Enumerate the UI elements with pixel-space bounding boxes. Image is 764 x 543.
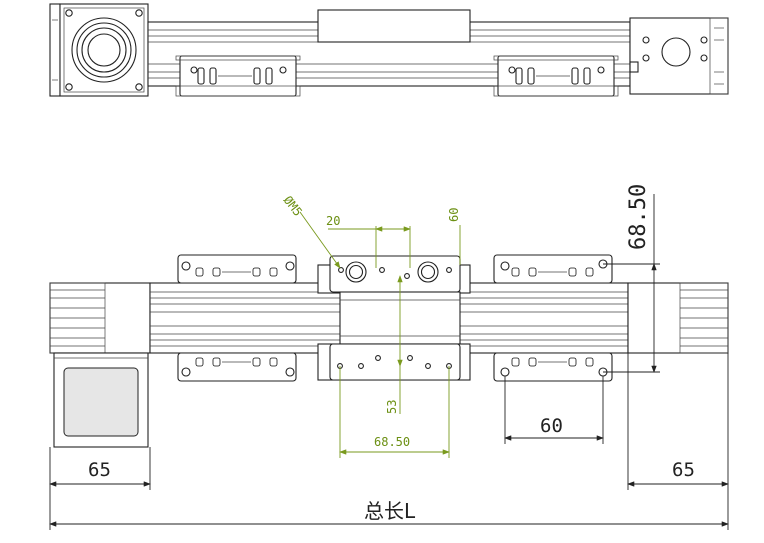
hole-label-text: ØM5	[281, 193, 305, 219]
top-left-bracket	[175, 55, 301, 97]
top-right-bracket	[493, 55, 619, 97]
dimension-total-length: 总长L	[49, 499, 729, 527]
front-left-top-bracket	[177, 254, 297, 284]
front-left-end-block	[49, 282, 151, 354]
dimension-60-bracket: 60	[504, 376, 604, 444]
front-motor	[53, 352, 149, 448]
dimension-60-small: 60	[447, 208, 461, 265]
carriage-height-53-text: 53	[385, 400, 399, 414]
top-left-motor-flange	[49, 3, 149, 97]
dimension-20: 20	[326, 214, 411, 268]
dimension-53: 53	[385, 275, 403, 414]
spacing-60-small-text: 60	[447, 208, 461, 222]
dimension-65-right: 65	[627, 353, 729, 530]
top-right-end-block	[629, 17, 729, 95]
front-carriage	[317, 255, 471, 381]
front-view	[49, 254, 729, 448]
dimension-68-50-height: 68.50	[603, 184, 660, 373]
carriage-width-68-50-text: 68.50	[374, 435, 410, 449]
dimension-65-left: 65	[49, 447, 151, 530]
front-right-top-bracket	[493, 254, 613, 284]
spacing-20-text: 20	[326, 214, 340, 228]
total-length-text: 总长L	[364, 499, 416, 523]
dimension-68-50-width: 68.50	[339, 366, 450, 458]
end-left-65-text: 65	[88, 459, 111, 481]
top-view	[49, 3, 729, 97]
top-carriage	[317, 9, 471, 43]
front-left-bottom-bracket	[177, 352, 297, 382]
front-right-end-block	[627, 282, 729, 354]
height-68-50-text: 68.50	[626, 184, 651, 250]
front-right-bottom-bracket	[493, 352, 613, 382]
bracket-spacing-60-text: 60	[540, 415, 563, 437]
end-right-65-text: 65	[672, 459, 695, 481]
